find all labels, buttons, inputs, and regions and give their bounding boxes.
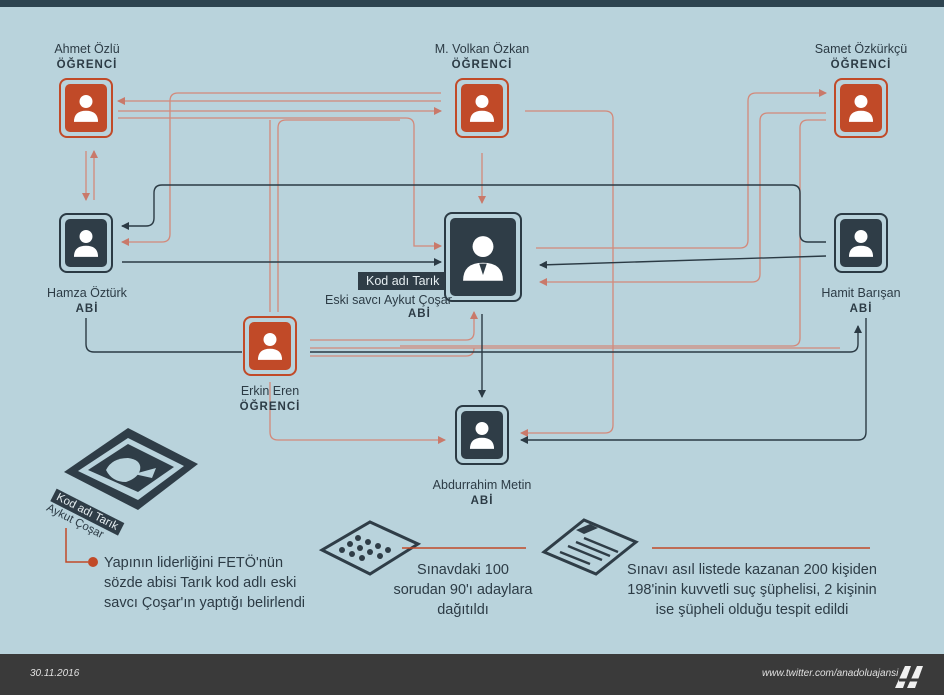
node-hamit — [834, 213, 888, 273]
person-icon — [73, 230, 99, 257]
name-abdurrahim: Abdurrahim Metin — [432, 478, 532, 492]
node-hamza — [59, 213, 113, 273]
role-hamza: ABİ — [75, 303, 99, 315]
name-erkin: Erkin Eren — [240, 384, 300, 398]
name-samet: Samet Özkürkçü — [814, 42, 908, 56]
top-bar — [0, 0, 944, 7]
person-icon — [73, 95, 99, 122]
name-hamza: Hamza Öztürk — [47, 286, 127, 300]
node-center — [444, 212, 522, 302]
footer-url[interactable]: www.twitter.com/anadoluajansi — [762, 668, 899, 679]
node-ahmet — [59, 78, 113, 138]
answer-sheet-icon — [318, 520, 422, 576]
label-hamza: Hamza Öztürk ABİ — [36, 285, 138, 317]
role-ahmet: ÖĞRENCİ — [56, 59, 118, 71]
role-hamit: ABİ — [849, 303, 873, 315]
role-abdurrahim: ABİ — [470, 495, 494, 507]
role-volkan: ÖĞRENCİ — [451, 59, 513, 71]
suited-person-icon — [463, 236, 503, 281]
label-samet: Samet Özkürkçü ÖĞRENCİ — [806, 41, 916, 73]
person-icon — [469, 422, 495, 449]
divider-line — [652, 547, 870, 549]
person-icon — [469, 95, 495, 122]
isometric-card-icon — [64, 428, 198, 510]
note-3: Sınavı asıl listede kazanan 200 kişiden … — [627, 562, 877, 618]
note-2: Sınavdaki 100 sorudan 90'ı adaylara dağı… — [393, 562, 533, 618]
name-center: Eski savcı Aykut Çoşar — [325, 293, 452, 307]
role-erkin: ÖĞRENCİ — [239, 401, 301, 413]
footer-bar — [0, 654, 944, 695]
name-volkan: M. Volkan Özkan — [434, 42, 530, 56]
node-erkin — [243, 316, 297, 376]
name-ahmet: Ahmet Özlü — [54, 42, 120, 56]
divider-line — [402, 547, 526, 549]
person-icon — [257, 333, 283, 360]
footer-date: 30.11.2016 — [30, 668, 80, 679]
codename-tag: Kod adı Tarık — [358, 272, 446, 290]
node-samet — [834, 78, 888, 138]
node-volkan — [455, 78, 509, 138]
node-abdurrahim — [455, 405, 509, 465]
role-samet: ÖĞRENCİ — [830, 59, 892, 71]
label-abdurrahim: Abdurrahim Metin ABİ — [422, 477, 542, 509]
label-ahmet: Ahmet Özlü ÖĞRENCİ — [40, 41, 134, 73]
note-1: Yapının liderliğini FETÖ'nün sözde abisi… — [104, 555, 306, 611]
person-icon — [848, 230, 874, 257]
label-erkin: Erkin Eren ÖĞRENCİ — [220, 383, 320, 415]
aa-logo — [895, 666, 923, 688]
label-hamit: Hamit Barışan ABİ — [810, 285, 912, 317]
leader-line-icon — [65, 528, 98, 567]
person-icon — [848, 95, 874, 122]
label-volkan: M. Volkan Özkan ÖĞRENCİ — [422, 41, 542, 73]
role-center: ABİ — [408, 308, 431, 320]
clipboard-icon — [541, 518, 639, 576]
name-hamit: Hamit Barışan — [821, 286, 901, 300]
